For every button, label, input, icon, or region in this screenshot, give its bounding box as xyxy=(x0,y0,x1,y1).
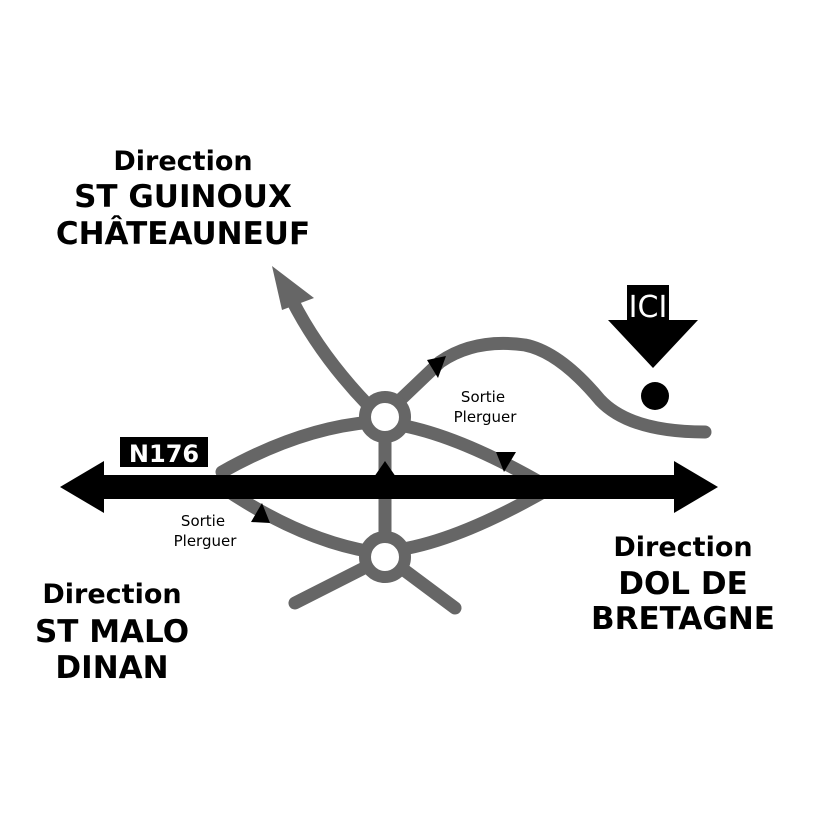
road-southwest xyxy=(288,558,377,610)
road-north xyxy=(285,293,375,412)
exit-upper-line2: Plerguer xyxy=(454,408,518,426)
road-to-destination xyxy=(391,336,712,439)
roundabout-south xyxy=(359,531,411,583)
north-direction-label: Direction xyxy=(113,146,252,177)
here-arrow-icon xyxy=(608,320,698,368)
direction-triangle-icon xyxy=(427,356,446,378)
east-destination-1: DOL DE xyxy=(618,566,748,602)
southwest-destination-2: DINAN xyxy=(55,650,168,686)
southwest-destination-1: ST MALO xyxy=(35,614,189,650)
roundabout-north xyxy=(359,391,411,443)
north-destination-1: ST GUINOUX xyxy=(74,179,292,215)
exit-lower-line1: Sortie xyxy=(181,512,225,530)
exit-lower-line2: Plerguer xyxy=(174,532,238,550)
highway-n176 xyxy=(100,475,680,499)
direction-triangle-icon xyxy=(251,503,270,523)
north-destination-2: CHÂTEAUNEUF xyxy=(56,216,310,252)
exit-upper-line1: Sortie xyxy=(461,388,505,406)
highway-arrow-right xyxy=(674,461,718,513)
direction-triangle-icon xyxy=(374,461,396,477)
here-label: ICI xyxy=(629,290,668,325)
destination-dot xyxy=(641,382,669,410)
highway-label-box xyxy=(120,437,208,467)
highway-label: N176 xyxy=(129,440,199,468)
here-label-box xyxy=(627,285,669,323)
highway-arrow-left xyxy=(60,461,104,513)
direction-triangle-icon xyxy=(496,452,516,472)
road-southeast xyxy=(393,560,462,615)
southwest-direction-label: Direction xyxy=(42,579,181,610)
east-direction-label: Direction xyxy=(613,532,752,563)
east-destination-2: BRETAGNE xyxy=(591,601,775,637)
north-arrow-head xyxy=(272,266,314,310)
